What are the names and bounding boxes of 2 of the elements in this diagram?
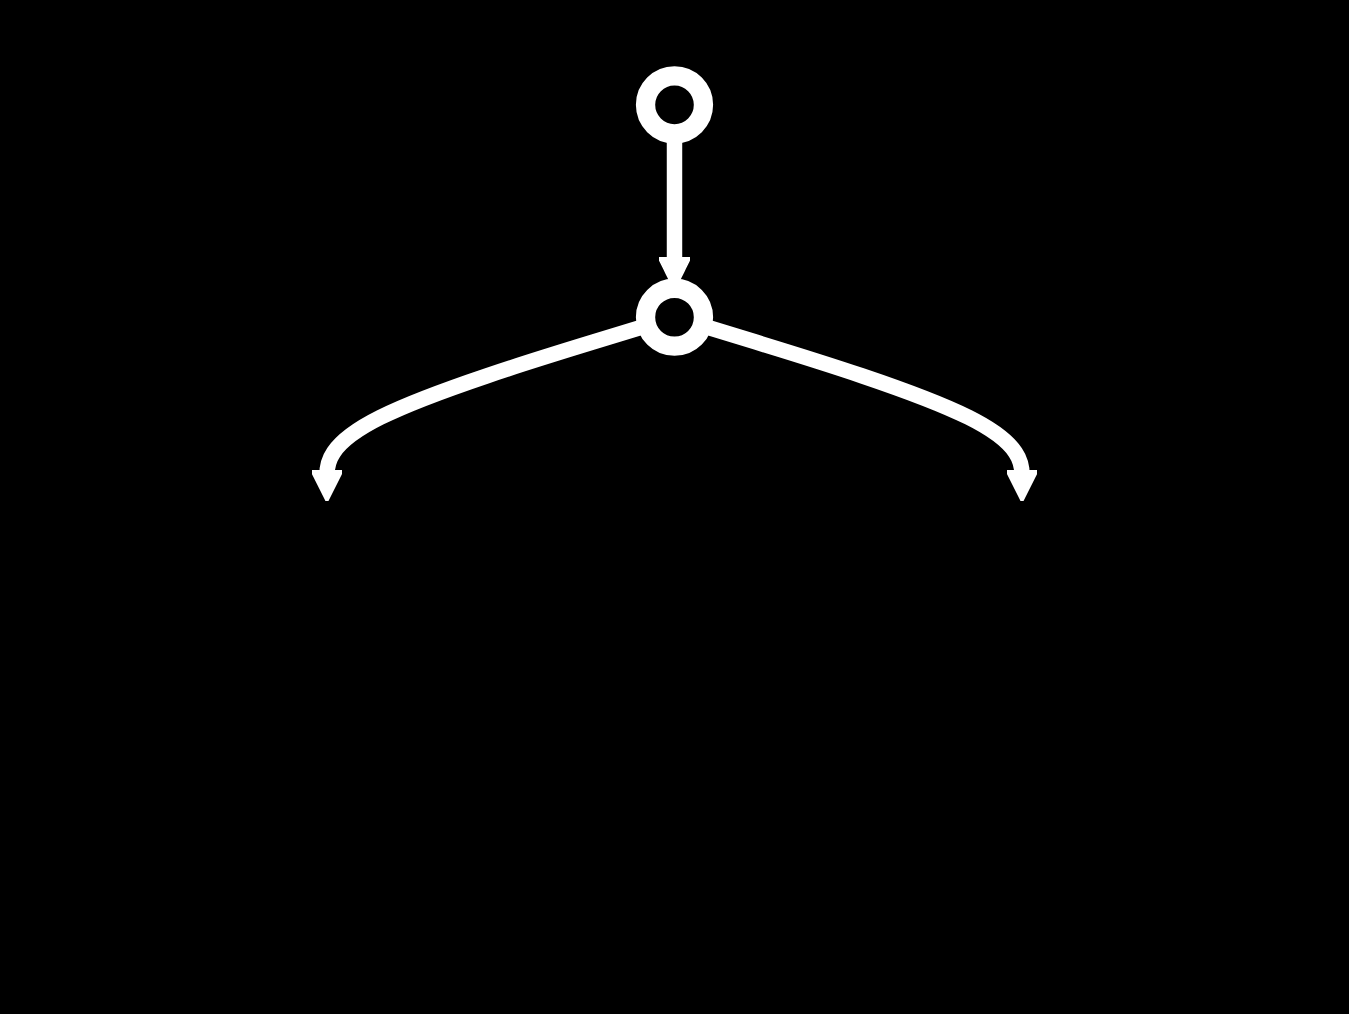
node-circle [635, 66, 714, 144]
node-circle [635, 278, 714, 356]
